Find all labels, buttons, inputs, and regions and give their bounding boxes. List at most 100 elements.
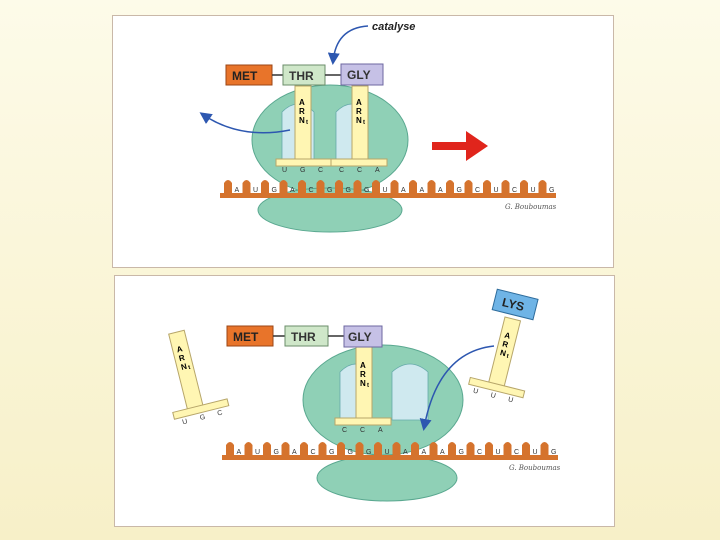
mrna-top-base-tooth (483, 180, 491, 193)
mrna-top-base-tooth (335, 180, 343, 193)
mrna-top-base-tooth (501, 180, 510, 193)
lys-trna-label-r: R (501, 339, 509, 349)
mrna-bottom-base-letter: U (255, 449, 260, 456)
mrna-bottom-base-letter: U (496, 449, 501, 456)
mrna-top-base-letter: G (457, 187, 462, 194)
mrna-bottom-base-tooth (503, 442, 512, 455)
mrna-bottom-base-tooth (429, 442, 438, 455)
mrna-bottom-base-letter: A (440, 449, 445, 456)
trna-gly2-label-r: R (360, 370, 366, 379)
mrna-bottom-base-letter: C (311, 449, 316, 456)
anticodon-thr-1: U (282, 167, 287, 174)
mrna-bottom-base-tooth (374, 442, 382, 455)
mrna-top-base-letter: C (475, 187, 480, 194)
mrna-bottom-base-tooth (466, 442, 475, 455)
anticodon-thr-2: G (300, 167, 305, 174)
departing-anticodon-1: U (182, 418, 189, 426)
mrna-bottom-base-tooth (522, 442, 530, 455)
mrna-bottom-base-letter: C (477, 449, 482, 456)
mrna-bottom-base-letter: C (514, 449, 519, 456)
trna-gly2-label-n: N (360, 379, 366, 388)
mrna-bottom-base-tooth (448, 442, 456, 455)
anticodon-gly-3: A (375, 167, 380, 174)
mrna-top-base-tooth (261, 180, 269, 193)
mrna-bottom-base-letter: G (274, 449, 279, 456)
departing-trna-label-r: R (178, 353, 186, 363)
incoming-lys-trna: A R N t U U U (468, 316, 526, 404)
trna-gly2-label-a: A (360, 361, 366, 370)
anticodon-gly-2: C (357, 167, 362, 174)
lys-trna-label-a: A (504, 331, 512, 341)
mrna-bottom-base-letter: A (237, 449, 242, 456)
mrna-bottom-base-tooth (281, 442, 290, 455)
mrna-top-base-letter: U (494, 187, 499, 194)
mrna-bottom-base-tooth (485, 442, 493, 455)
trna-gly-label-n: N (356, 116, 362, 125)
mrna-top-base-letter: U (531, 187, 536, 194)
mrna-bottom-base-tooth (337, 442, 345, 455)
mrna-top-base-tooth (298, 180, 306, 193)
ribosome-a-site-2 (391, 363, 429, 421)
mrna-bottom-base-letter: G (551, 449, 556, 456)
mrna-top-base-letter: G (364, 187, 369, 194)
trna-thr-label-n: N (299, 116, 305, 125)
signature-top: G. Bouboumas (505, 203, 557, 211)
departing-trna-label-a: A (176, 344, 184, 354)
amino-met-label-2: MET (233, 330, 259, 344)
mrna-top-base-tooth (390, 180, 399, 193)
ribosome-small-subunit (257, 187, 403, 233)
mrna-top-base-tooth (538, 180, 547, 193)
mrna-top-base-tooth (464, 180, 473, 193)
mrna-top-base-letter: G (346, 187, 351, 194)
mrna-top-base-letter: G (327, 187, 332, 194)
mrna-bottom-base-letter: A (292, 449, 297, 456)
departing-trna-anticodon-bar (172, 398, 230, 420)
lys-trna-label-t: t (506, 354, 509, 360)
departing-trna-label-n: N (180, 362, 188, 372)
mrna-bottom-base-tooth (411, 442, 419, 455)
lys-anticodon-3: U (507, 396, 514, 404)
mrna-top-base-tooth (316, 180, 325, 193)
departing-trna-label-t: t (188, 365, 191, 371)
mrna-bottom-base-letter: G (348, 449, 353, 456)
lys-trna-anticodon-bar (468, 376, 526, 399)
ribosome-large-subunit (251, 84, 409, 196)
anticodon-thr-3: C (318, 167, 323, 174)
departing-anticodon-3: C (217, 410, 224, 418)
amino-gly-box-2 (343, 325, 383, 348)
ribosome-small-subunit-2 (316, 454, 458, 502)
trna-gly2-label-t: t (367, 383, 369, 389)
lys-trna-label-n: N (499, 348, 507, 358)
amino-thr-label-2: THR (291, 330, 316, 344)
mrna-bottom-base-letter: U (533, 449, 538, 456)
catalyse-arrow (327, 25, 369, 65)
mrna-strand-top (220, 193, 556, 198)
trna-gly-label-t: t (363, 120, 365, 126)
amino-gly-box (340, 63, 384, 86)
departing-trna: A R N t U G C (168, 329, 230, 426)
amino-gly-label-2: GLY (348, 330, 372, 344)
amino-gly-label: GLY (347, 68, 371, 82)
mrna-bottom-base-tooth (300, 442, 308, 455)
catalyse-label: catalyse (372, 21, 415, 33)
mrna-top-base-letter: G (549, 187, 554, 194)
anticodon-gly-1: C (339, 167, 344, 174)
mrna-top-base-tooth (372, 180, 380, 193)
mrna-bottom-base-tooth (244, 442, 253, 455)
mrna-top-base-tooth (520, 180, 528, 193)
trna-thr-anticodon-bar (275, 158, 333, 167)
mrna-top-base-tooth (427, 180, 436, 193)
departing-anticodon-2: G (199, 414, 206, 422)
amino-thr-label: THR (289, 69, 314, 83)
amino-met-label: MET (232, 69, 258, 83)
mrna-top-base-letter: C (309, 187, 314, 194)
mrna-bottom-base-tooth (226, 442, 234, 455)
amino-lys-box (491, 288, 539, 321)
translocation-arrow (432, 131, 488, 161)
mrna-bottom-base-letter: G (366, 449, 371, 456)
mrna-top-base-tooth (224, 180, 232, 193)
mrna-bottom-base-letter: G (459, 449, 464, 456)
trna-gly-anticodon-bar (330, 158, 388, 167)
